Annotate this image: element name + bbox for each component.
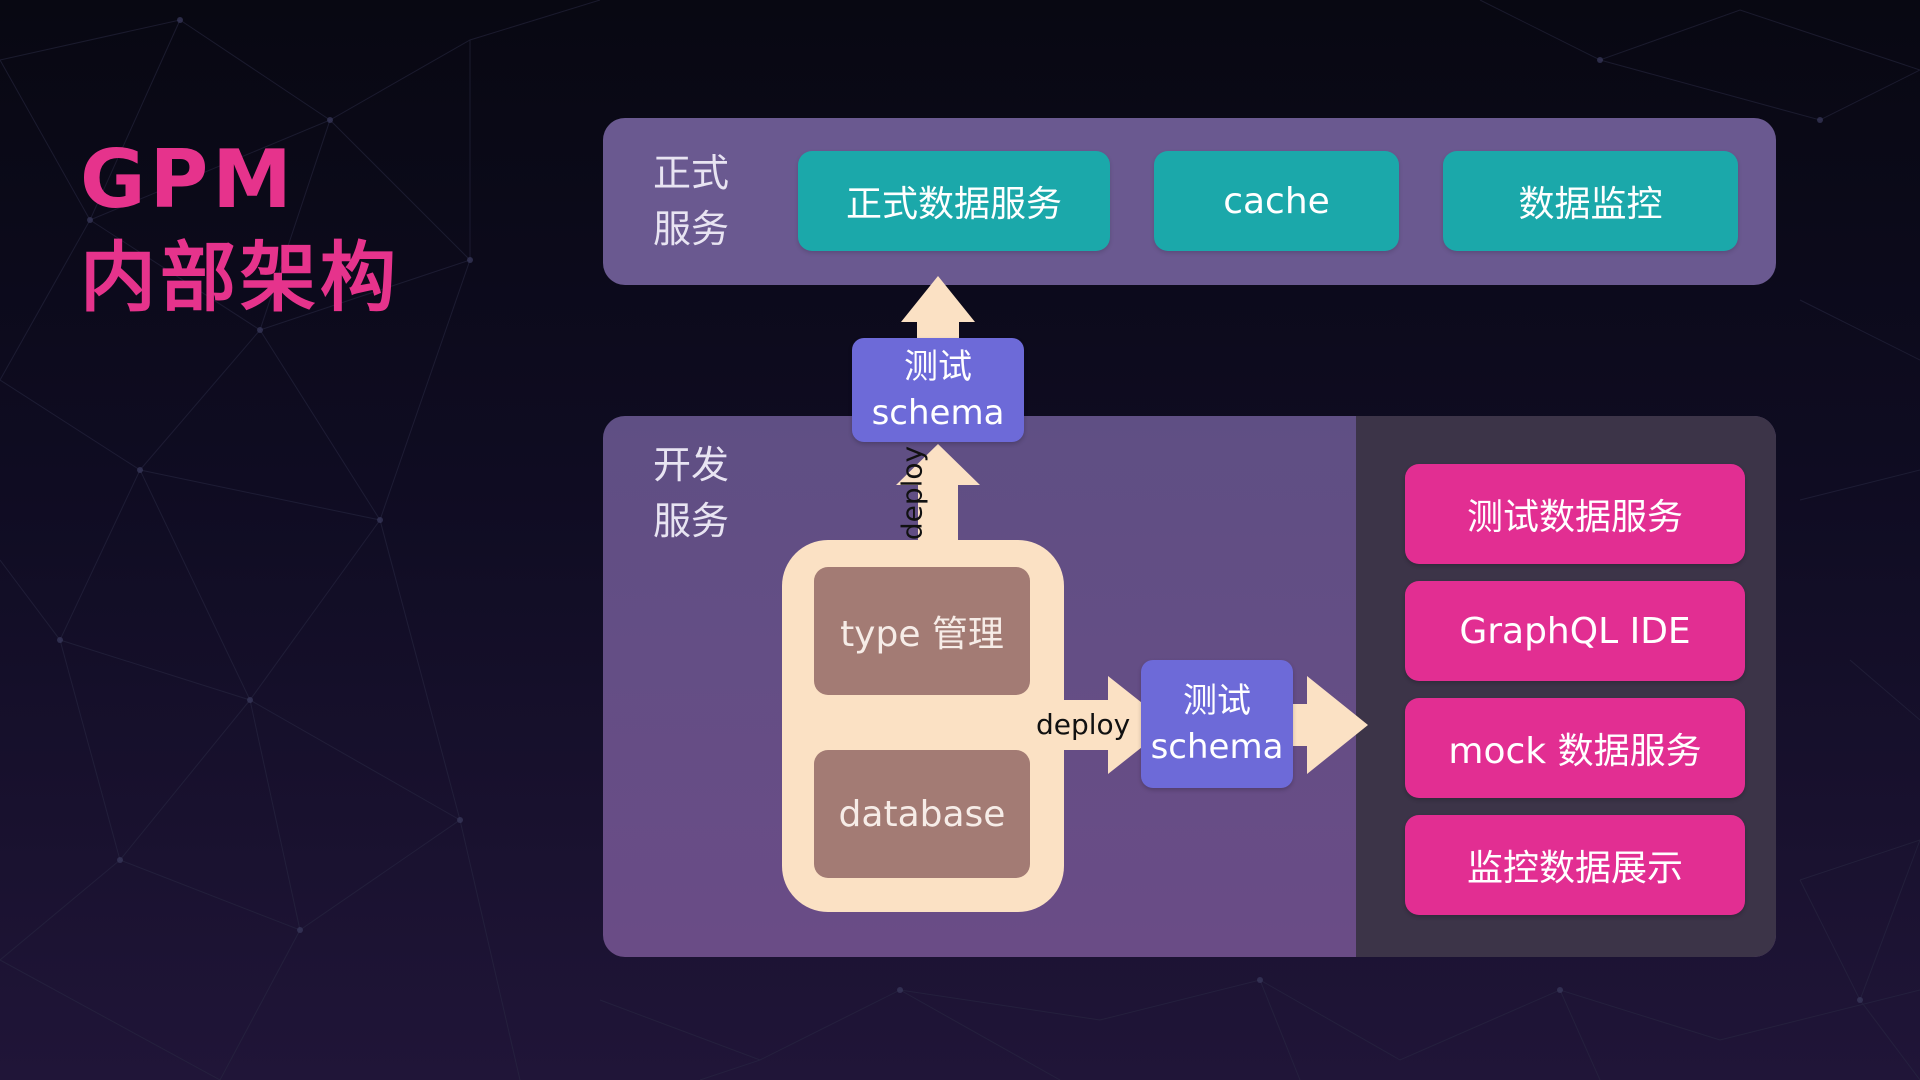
- database-box: database: [814, 750, 1030, 878]
- type-management-box: type 管理: [814, 567, 1030, 695]
- arrow-right-deploy: [1062, 676, 1170, 774]
- mock-data-service-box: mock 数据服务: [1405, 698, 1745, 798]
- deploy-label-vertical: deploy: [895, 445, 929, 541]
- graphql-ide-box: GraphQL IDE: [1405, 581, 1745, 681]
- test-schema-box-top: 测试 schema: [852, 338, 1024, 442]
- cache-box: cache: [1154, 151, 1399, 251]
- dev-panel-label-line1: 开发: [653, 443, 730, 487]
- prod-panel-label-line2: 服务: [653, 207, 730, 251]
- dev-panel-label-line2: 服务: [653, 499, 730, 543]
- data-monitoring-box: 数据监控: [1443, 151, 1738, 251]
- test-schema-box-mid: 测试 schema: [1141, 660, 1293, 788]
- slide-title-gpm: GPM: [80, 133, 296, 226]
- slide-title-architecture: 内部架构: [80, 233, 400, 322]
- test-schema-top-line1: 测试: [904, 347, 972, 387]
- arrow-up-deploy: [896, 444, 980, 548]
- arrow-up-to-production: [901, 276, 975, 338]
- arrow-right-to-dev-services: [1293, 676, 1368, 774]
- test-schema-top-line2: schema: [871, 393, 1005, 433]
- prod-data-service-box: 正式数据服务: [798, 151, 1110, 251]
- arrow-up-database-to-type: [929, 705, 993, 750]
- test-schema-mid-line2: schema: [1150, 727, 1284, 767]
- test-data-service-box: 测试数据服务: [1405, 464, 1745, 564]
- monitoring-display-box: 监控数据展示: [1405, 815, 1745, 915]
- deploy-label-horizontal: deploy: [1036, 708, 1131, 741]
- test-schema-mid-line1: 测试: [1183, 681, 1251, 721]
- arrow-down-type-to-database: [854, 695, 918, 742]
- prod-panel-label-line1: 正式: [653, 151, 730, 195]
